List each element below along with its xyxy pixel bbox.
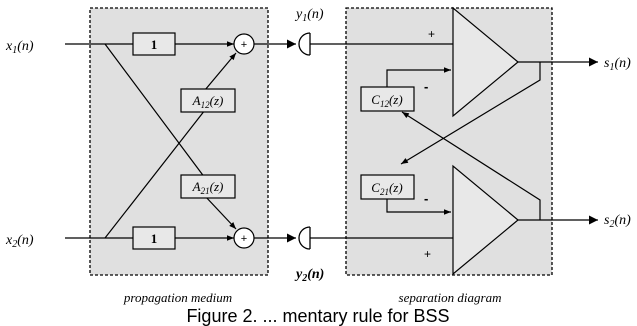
c21-to-amp-bottom-path xyxy=(386,199,451,215)
amp-top-plus: + xyxy=(428,27,435,41)
s2-label: s2(n) xyxy=(604,213,631,230)
amplifier-top xyxy=(452,6,519,118)
adder-bottom-sign: + xyxy=(241,233,247,245)
c12-to-amp-top-path xyxy=(386,67,451,87)
s2-feedback-path xyxy=(401,111,541,220)
sensor-y2 xyxy=(298,226,311,250)
y1-label: y1(n) xyxy=(294,7,324,24)
c12-block xyxy=(360,86,415,112)
a12-label: A12(z) xyxy=(192,93,224,110)
c21-label: C21(z) xyxy=(371,180,402,197)
a21-label: A21(z) xyxy=(192,179,224,196)
x2-label: x2(n) xyxy=(5,233,34,250)
gain-top-label: 1 xyxy=(151,37,158,52)
a21-block xyxy=(180,174,236,199)
c12-label: C12(z) xyxy=(371,92,402,109)
separation-diagram-label: separation diagram xyxy=(399,290,502,305)
amp-top-minus: - xyxy=(424,79,428,94)
figure-caption: Figure 2. ... mentary rule for BSS xyxy=(186,306,449,326)
s1-label: s1(n) xyxy=(604,56,631,73)
y2-label: y2(n) xyxy=(294,267,324,284)
amp-bottom-plus: + xyxy=(424,247,431,261)
amp-bottom-minus: - xyxy=(424,191,428,206)
a12-block xyxy=(180,88,236,113)
c21-block xyxy=(360,174,415,200)
s1-feedback-path xyxy=(400,62,541,165)
sensor-y1 xyxy=(298,32,311,56)
adder-top-sign: + xyxy=(241,39,247,51)
amplifier-bottom xyxy=(452,164,519,276)
x1-label: x1(n) xyxy=(5,39,34,56)
propagation-medium-label: propagation medium xyxy=(123,290,232,305)
gain-bottom-label: 1 xyxy=(151,231,158,246)
